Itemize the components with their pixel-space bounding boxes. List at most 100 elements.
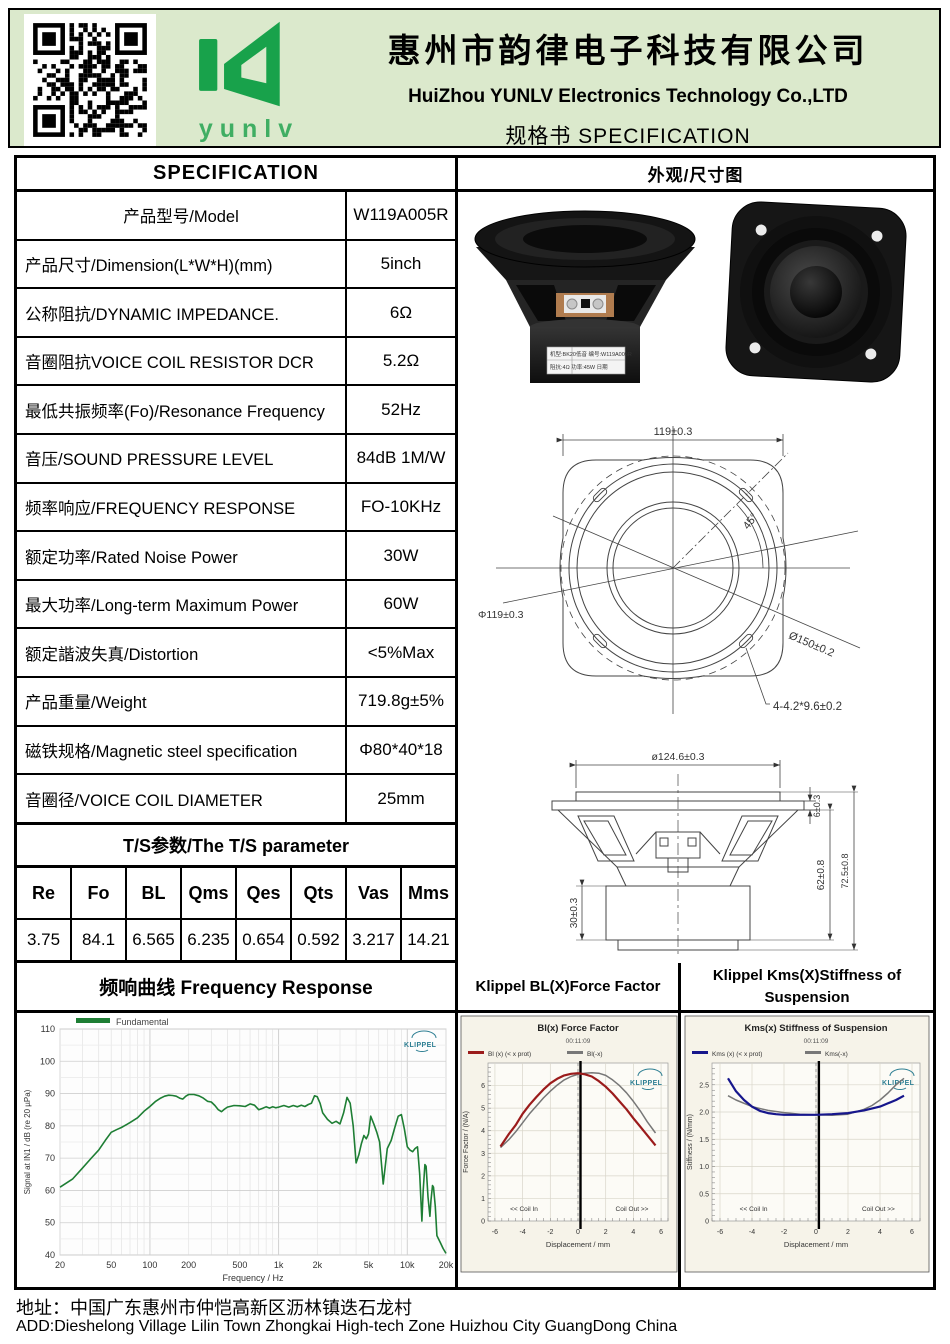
dim-magnet-label: 30±0.3 [569, 897, 580, 928]
side-dimension-drawing: ø124.6±0.3 6±0.3 62±0.8 72.5±0.8 30±0.3 [458, 734, 933, 963]
svg-text:2k: 2k [313, 1260, 323, 1270]
ts-header-cell: Mms [407, 882, 449, 903]
svg-text:Stiffness / (N/mm): Stiffness / (N/mm) [687, 1114, 694, 1170]
dim-diameter-label: ø124.6±0.3 [651, 751, 704, 763]
klippel-bl-header: Klippel BL(X)Force Factor [458, 963, 681, 1013]
spec-row-label: 额定諧波失真/Distortion [17, 629, 347, 677]
address-english: ADD:Dieshelong Village Lilin Town Zhongk… [16, 1318, 678, 1335]
spec-table-title: SPECIFICATION [17, 158, 458, 192]
svg-text:<< Coil In: << Coil In [740, 1206, 768, 1213]
svg-text:0: 0 [705, 1219, 709, 1226]
spec-row-value: 60W [383, 594, 419, 614]
svg-text:Fundamental: Fundamental [116, 1017, 169, 1027]
svg-text:00:11:09: 00:11:09 [566, 1038, 591, 1045]
spec-table-row: 音压/SOUND PRESSURE LEVEL 84dB 1M/W [17, 435, 455, 484]
svg-text:Bl (x) (< x prot): Bl (x) (< x prot) [488, 1051, 531, 1058]
spec-row-label: 产品尺寸/Dimension(L*W*H)(mm) [17, 240, 347, 288]
svg-text:Bl(x) Force Factor: Bl(x) Force Factor [537, 1023, 619, 1034]
svg-text:Displacement / mm: Displacement / mm [784, 1240, 848, 1249]
svg-text:40: 40 [45, 1250, 55, 1260]
spec-row-value: FO-10KHz [360, 496, 442, 516]
svg-text:Kms (x) (< x prot): Kms (x) (< x prot) [712, 1051, 762, 1058]
front-drawing-svg: 119±0.3 Φ119±0.3 Ø150±0.2 45° 4-4.2*9.6±… [478, 426, 861, 714]
dim-depth-label: 62±0.8 [816, 859, 827, 890]
dim-slot-label: 4-4.2*9.6±0.2 [773, 701, 842, 713]
svg-text:0: 0 [814, 1229, 818, 1236]
logo-wordmark: yunlv [198, 115, 300, 143]
svg-text:KLIPPEL: KLIPPEL [630, 1080, 663, 1087]
company-name-english: HuiZhou YUNLV Electronics Technology Co.… [408, 86, 848, 107]
svg-text:-4: -4 [749, 1229, 755, 1236]
svg-text:10k: 10k [400, 1260, 415, 1270]
dim-flange-label: 6±0.3 [812, 795, 822, 817]
spec-table-row: 额定諧波失真/Distortion<5%Max [17, 629, 455, 679]
bl-force-factor-chart: Bl(x) Force Factor 00:11:09 Bl (x) (< x pr… [458, 1013, 681, 1287]
svg-text:20k: 20k [439, 1260, 454, 1270]
qr-code [24, 14, 156, 146]
speaker-side-photo: 机型:BK20低音 编号:W119A005R 阻抗:4Ω 功率:45W 日期 [468, 195, 703, 395]
svg-text:6: 6 [659, 1229, 663, 1236]
svg-text:-6: -6 [717, 1229, 723, 1236]
svg-text:20: 20 [55, 1260, 65, 1270]
product-photos: 机型:BK20低音 编号:W119A005R 阻抗:4Ω 功率:45W 日期 [458, 192, 933, 398]
spec-row-value: 52Hz [381, 399, 421, 419]
side-drawing-svg: ø124.6±0.3 6±0.3 62±0.8 72.5±0.8 30±0.3 [551, 751, 858, 958]
svg-text:Kms(-x): Kms(-x) [825, 1051, 848, 1058]
ts-header-cell: Qts [292, 868, 347, 918]
ts-value-cell: 0.654 [237, 920, 292, 960]
svg-text:50: 50 [106, 1260, 116, 1270]
svg-text:2: 2 [481, 1173, 485, 1180]
svg-text:100: 100 [142, 1260, 157, 1270]
svg-text:Frequency / Hz: Frequency / Hz [222, 1273, 284, 1283]
spec-row-label: 最低共振频率(Fo)/Resonance Frequency [17, 386, 347, 434]
speaker-front-photo [710, 195, 922, 395]
ts-value-cell: 0.592 [292, 920, 347, 960]
frequency-response-header: 频响曲线 Frequency Response [17, 963, 458, 1013]
svg-text:0: 0 [576, 1229, 580, 1236]
svg-text:3: 3 [481, 1151, 485, 1158]
spec-table-row: 产品尺寸/Dimension(L*W*H)(mm) 5inch [17, 240, 455, 290]
spec-row-label: 音圈阻抗VOICE COIL RESISTOR DCR [17, 337, 347, 385]
dim-total-label: 72.5±0.8 [840, 854, 850, 889]
svg-text:60: 60 [45, 1185, 55, 1195]
ts-header-cell: Re [17, 868, 72, 918]
svg-text:4: 4 [481, 1128, 485, 1135]
svg-text:1k: 1k [274, 1260, 284, 1270]
svg-text:1.5: 1.5 [699, 1137, 709, 1144]
photo-label-line2: 阻抗:4Ω 功率:45W 日期 [550, 363, 608, 371]
dim-angle-label: 45° [741, 511, 761, 532]
company-logo: yunlv [188, 16, 310, 146]
ts-header-cell: Qms [182, 868, 237, 918]
spec-row-label: 产品重量/Weight [17, 678, 347, 725]
spec-row-value: 84dB 1M/W [356, 448, 446, 468]
spec-table-row: 公称阻抗/DYNAMIC IMPEDANCE.6Ω [17, 289, 455, 338]
spec-row-value: 25mm [377, 788, 425, 808]
spec-row-label: 音压/SOUND PRESSURE LEVEL [17, 435, 347, 482]
ts-value-cell: 84.1 [72, 920, 127, 960]
svg-text:Kms(x) Stiffness of Suspension: Kms(x) Stiffness of Suspension [744, 1023, 887, 1034]
dim-width-label: 119±0.3 [654, 426, 693, 438]
svg-text:-2: -2 [781, 1229, 787, 1236]
photo-label-line1: 机型:BK20低音 编号:W119A005R [550, 350, 632, 358]
address-chinese: 地址：中国广东惠州市仲恺高新区沥林镇迭石龙村 [16, 1298, 412, 1318]
svg-text:1.0: 1.0 [699, 1164, 709, 1171]
ts-value-cell: 14.21 [407, 930, 450, 949]
spec-table-row: 最低共振频率(Fo)/Resonance Frequency 52Hz [17, 386, 455, 436]
qr-code-image [24, 14, 156, 146]
spec-row-value: W119A005R [353, 205, 449, 225]
company-name-chinese: 惠州市韵律电子科技有限公司 [387, 34, 869, 70]
ts-header-cell: Vas [347, 868, 402, 918]
ts-header-cell: BL [127, 868, 182, 918]
ts-parameter-title: T/S参数/The T/S parameter [17, 825, 458, 868]
ts-value-cell: 6.235 [182, 920, 237, 960]
spec-row-value: 5inch [380, 253, 422, 273]
svg-text:<< Coil In: << Coil In [510, 1206, 538, 1213]
svg-text:50: 50 [45, 1218, 55, 1228]
svg-text:500: 500 [232, 1260, 247, 1270]
